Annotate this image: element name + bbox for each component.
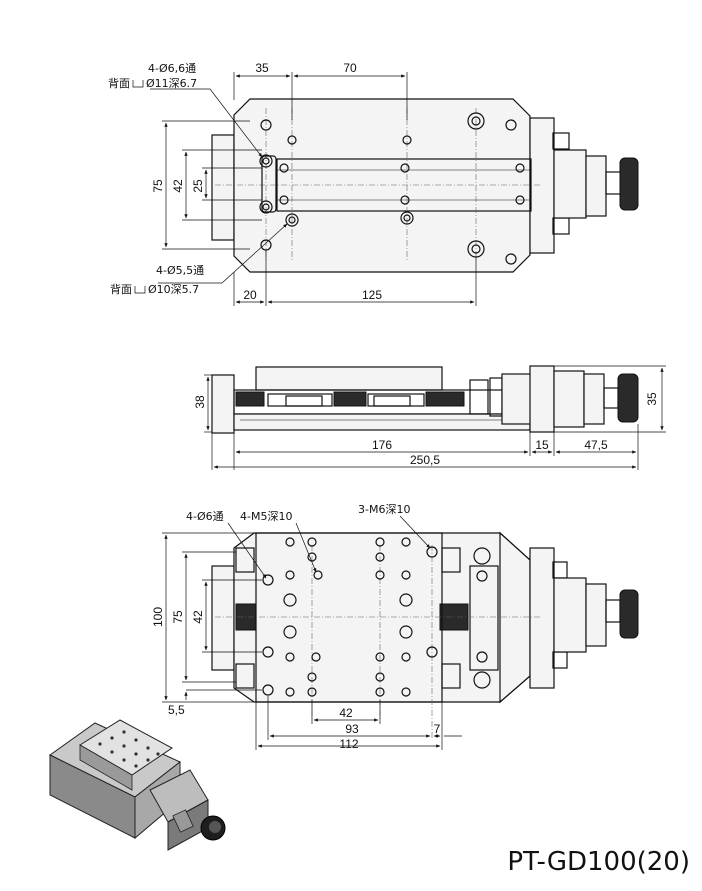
side-motor-rear (583, 373, 605, 425)
dim-15: 15 (535, 438, 549, 452)
dim-70: 70 (343, 61, 357, 75)
top-motor-rear (585, 155, 607, 217)
dim-7: 7 (434, 722, 441, 736)
callout-lower-line2: Ø10深5.7 (148, 283, 199, 296)
dim-25: 25 (191, 179, 205, 193)
dim-75-bottom: 75 (171, 610, 185, 624)
callout-lower-prefix: 背面 (110, 282, 132, 296)
dim-93: 93 (345, 722, 359, 736)
side-left-end (211, 374, 235, 434)
bottom-nut-block (469, 565, 499, 671)
bottom-center-plate (255, 532, 443, 703)
side-right-block (529, 365, 555, 433)
top-knob-icon (619, 157, 639, 211)
dim-35: 35 (255, 61, 269, 75)
bottom-base (233, 532, 531, 703)
bottom-motor-rear (585, 583, 607, 647)
callout-upper-line2: Ø11深6.7 (146, 77, 197, 90)
top-motor (553, 149, 587, 219)
dim-112: 112 (339, 737, 358, 751)
top-view: 35 70 75 42 25 20 125 4-Ø6,6通 背面 Ø11深6.7… (108, 61, 639, 306)
top-right-block (529, 117, 555, 254)
dim-20: 20 (243, 288, 257, 302)
top-left-end-block (211, 134, 235, 241)
dim-38: 38 (193, 395, 207, 409)
bottom-view: 4-Ø6通 4-M5深10 3-M6深10 100 75 42 5,5 42 9… (151, 503, 639, 751)
top-right-nub-upper (552, 132, 570, 150)
callout-6-thru: 4-Ø6通 (186, 510, 224, 523)
dim-176: 176 (372, 438, 392, 452)
side-view: 38 35 176 15 47,5 250,5 (193, 365, 666, 470)
top-main-body (233, 98, 531, 273)
bottom-holes (262, 537, 438, 697)
dim-125: 125 (362, 288, 382, 302)
bottom-motor (553, 577, 587, 653)
bottom-right-block (529, 547, 555, 689)
side-slide-table (255, 366, 443, 391)
dim-47-5: 47,5 (584, 438, 608, 452)
callout-upper-line1: 4-Ø6,6通 (148, 62, 196, 75)
side-knob-collar (603, 387, 619, 409)
side-motor (553, 370, 585, 428)
dim-35-side: 35 (645, 392, 659, 406)
side-flange (501, 373, 533, 425)
callout-lower-line1: 4-Ø5,5通 (156, 264, 204, 277)
dim-42-bottom-v: 42 (191, 610, 205, 624)
dim-100: 100 (151, 607, 165, 627)
dim-5-5: 5,5 (168, 703, 185, 717)
side-coupling-2 (489, 377, 503, 417)
model-label: PT-GD100(20) (507, 847, 690, 877)
bottom-left-end (211, 565, 235, 671)
callout-m6: 3-M6深10 (358, 503, 410, 516)
dim-42-bottom-h: 42 (339, 706, 353, 720)
dim-75: 75 (151, 179, 165, 193)
side-knob-icon (617, 373, 639, 423)
side-lead-screw (235, 391, 465, 407)
dim-250-5: 250,5 (410, 453, 440, 467)
dim-42: 42 (171, 179, 185, 193)
isometric-view (49, 719, 226, 851)
bottom-knob-icon (619, 589, 639, 639)
side-base (233, 413, 531, 431)
top-holes (259, 112, 525, 265)
top-right-nub-lower (552, 217, 570, 235)
side-coupling-1 (469, 379, 489, 415)
callout-m5: 4-M5深10 (240, 510, 292, 523)
callout-upper-prefix: 背面 (108, 76, 130, 90)
